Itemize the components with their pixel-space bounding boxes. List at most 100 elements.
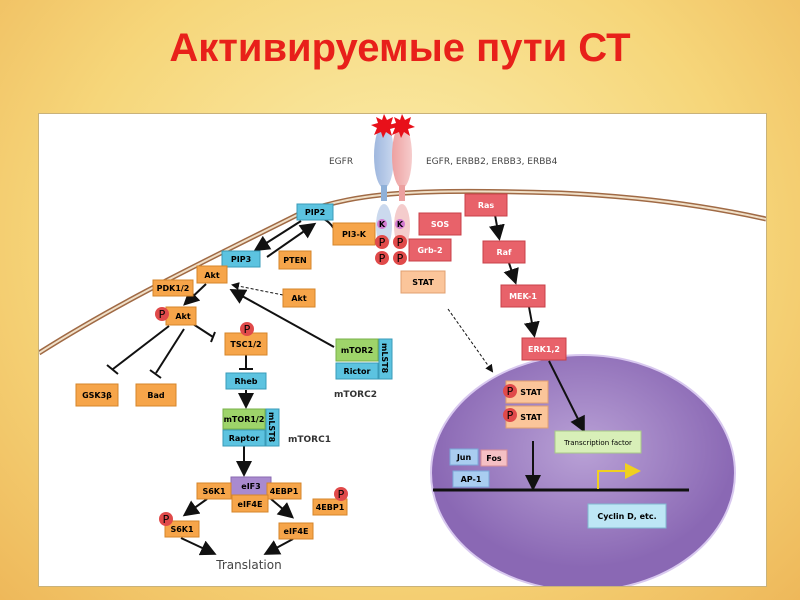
node-raptor: Raptor: [222, 429, 266, 447]
svg-text:4EBP1: 4EBP1: [270, 487, 299, 496]
svg-text:mTOR2: mTOR2: [341, 346, 373, 355]
node-pdk: PDK1/2: [152, 279, 194, 297]
node-eif4e-free: eIF4E: [278, 522, 314, 540]
svg-text:mTOR1/2: mTOR1/2: [224, 415, 265, 424]
svg-text:TSC1/2: TSC1/2: [230, 340, 261, 349]
kinase-marker: K: [395, 219, 405, 229]
node-stat: STAT: [400, 270, 446, 294]
svg-text:Rheb: Rheb: [234, 377, 257, 386]
svg-text:mLST8: mLST8: [267, 412, 276, 443]
receptors-label: EGFR, ERBB2, ERBB3, ERBB4: [426, 157, 558, 167]
node-pten: PTEN: [278, 250, 312, 270]
svg-text:S6K1: S6K1: [202, 487, 226, 496]
svg-text:Akt: Akt: [204, 271, 220, 280]
node-eif4e: eIF4E: [231, 494, 269, 513]
svg-text:PIP2: PIP2: [305, 208, 325, 217]
node-cyclin-d: Cyclin D, etc.: [587, 503, 667, 529]
svg-text:MEK-1: MEK-1: [509, 292, 537, 301]
node-raf: Raf: [482, 240, 526, 264]
svg-text:P: P: [159, 308, 166, 321]
phospho-marker: P: [375, 251, 389, 265]
node-s6k1-phospho: S6K1: [164, 520, 200, 538]
svg-text:eIF4E: eIF4E: [238, 500, 263, 509]
svg-text:PDK1/2: PDK1/2: [157, 284, 190, 293]
svg-text:S6K1: S6K1: [170, 525, 194, 534]
svg-text:Ras: Ras: [478, 201, 495, 210]
svg-text:PI3-K: PI3-K: [342, 230, 367, 239]
phospho-marker: P: [155, 307, 169, 321]
mtorc1-label: mTORC1: [288, 435, 331, 445]
phospho-marker: P: [503, 408, 517, 422]
node-gsk3b: GSK3β: [75, 383, 119, 407]
svg-text:AP-1: AP-1: [461, 475, 482, 484]
node-mlst8-b: mLST8: [265, 408, 280, 447]
svg-text:4EBP1: 4EBP1: [316, 503, 345, 512]
node-mtor2: mTOR2: [335, 338, 379, 362]
ligand-star-icon: [389, 114, 415, 138]
svg-text:P: P: [379, 236, 386, 249]
phospho-marker: P: [159, 512, 173, 526]
svg-text:P: P: [507, 385, 514, 398]
svg-text:PIP3: PIP3: [231, 255, 251, 264]
node-jun: Jun: [449, 448, 479, 466]
node-4ebp1: 4EBP1: [266, 482, 302, 500]
svg-text:STAT: STAT: [520, 413, 542, 422]
node-pip2: PIP2: [296, 203, 334, 221]
slide-title: Активируемые пути СТ: [169, 26, 631, 70]
phospho-marker: P: [375, 235, 389, 249]
node-4ebp1-phospho: 4EBP1: [312, 498, 348, 516]
mtorc2-label: mTORC2: [334, 390, 377, 400]
svg-text:K: K: [379, 220, 386, 229]
node-sos: SOS: [418, 212, 462, 236]
svg-text:GSK3β: GSK3β: [82, 391, 112, 400]
svg-text:Raf: Raf: [496, 248, 512, 257]
svg-text:PTEN: PTEN: [283, 256, 306, 265]
svg-text:Transcription factor: Transcription factor: [563, 439, 632, 447]
node-ap1: AP-1: [452, 470, 490, 488]
node-pi3k: PI3-K: [332, 222, 376, 246]
node-rheb: Rheb: [225, 372, 267, 390]
svg-text:STAT: STAT: [412, 278, 434, 287]
diagram-canvas: EGFR EGFR, ERBB2, ERBB3, ERBB4 PIP2 PI3-…: [39, 114, 766, 586]
svg-text:P: P: [163, 513, 170, 526]
node-bad: Bad: [135, 383, 177, 407]
node-ras: Ras: [464, 193, 508, 217]
svg-text:P: P: [397, 236, 404, 249]
svg-text:P: P: [338, 488, 345, 501]
ligand-star-icon: [371, 114, 397, 138]
svg-text:P: P: [379, 252, 386, 265]
svg-text:Fos: Fos: [486, 454, 502, 463]
nodes: PIP2 PI3-K PIP3 PTEN Akt PDK1/2 Akt Akt …: [75, 193, 667, 572]
node-eif3: eIF3: [230, 476, 272, 496]
svg-text:Grb-2: Grb-2: [417, 246, 442, 255]
svg-text:eIF3: eIF3: [241, 482, 260, 491]
kinase-marker: K: [377, 219, 387, 229]
svg-text:Bad: Bad: [147, 391, 164, 400]
svg-text:P: P: [244, 323, 251, 336]
receptor-dimer: [371, 114, 415, 248]
svg-text:Akt: Akt: [291, 294, 307, 303]
phospho-marker: P: [393, 251, 407, 265]
node-grb2: Grb-2: [408, 238, 452, 262]
phospho-marker: P: [334, 487, 348, 501]
svg-text:Akt: Akt: [175, 312, 191, 321]
phospho-marker: P: [503, 384, 517, 398]
svg-text:K: K: [397, 220, 404, 229]
pathway-diagram: EGFR EGFR, ERBB2, ERBB3, ERBB4 PIP2 PI3-…: [38, 113, 767, 587]
node-tsc: TSC1/2: [224, 332, 268, 356]
transcription-start-arrow: [597, 463, 641, 489]
svg-text:eIF4E: eIF4E: [284, 527, 309, 536]
node-s6k1: S6K1: [196, 482, 232, 500]
svg-text:ERK1,2: ERK1,2: [528, 345, 560, 354]
svg-text:Jun: Jun: [456, 453, 472, 462]
node-fos: Fos: [480, 449, 508, 467]
svg-text:STAT: STAT: [520, 388, 542, 397]
node-mtor12: mTOR1/2: [222, 408, 266, 430]
phospho-marker: P: [393, 235, 407, 249]
svg-text:Rictor: Rictor: [344, 367, 371, 376]
node-mek1: MEK-1: [500, 284, 546, 308]
svg-text:Cyclin D, etc.: Cyclin D, etc.: [597, 512, 656, 521]
egfr-label: EGFR: [329, 157, 353, 167]
svg-text:P: P: [507, 409, 514, 422]
svg-text:Raptor: Raptor: [229, 434, 260, 443]
